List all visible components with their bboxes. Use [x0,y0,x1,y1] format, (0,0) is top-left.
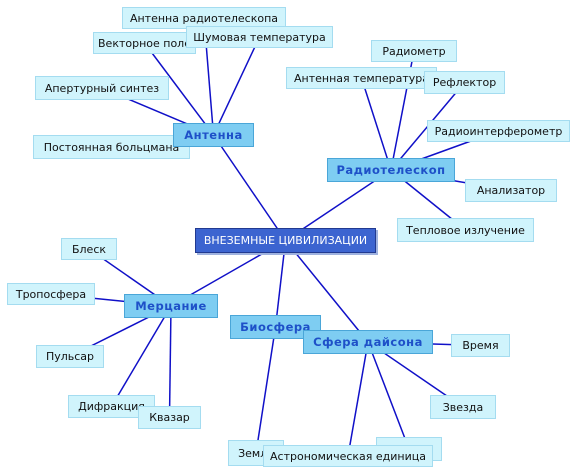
connector-hub-biosphere [274,240,287,328]
hub-flicker[interactable]: Мерцание [124,294,218,318]
node-radiotelescope-antenna[interactable]: Антенна радиотелескопа [122,7,286,29]
node-pulsar[interactable]: Пульсар [36,345,104,368]
connector-node-antenna-temperature [360,77,392,171]
connector-node-quasar [168,305,172,418]
node-thermal-radiation[interactable]: Тепловое излучение [397,218,534,242]
node-quasar[interactable]: Квазар [138,406,201,429]
connector-node-noise-temperature [212,36,261,136]
hub-radiotelescope[interactable]: Радиотелескоп [327,158,455,182]
node-glare[interactable]: Блеск [61,238,117,260]
node-vector-field[interactable]: Векторное поле [93,32,196,54]
node-reflector[interactable]: Рефлектор [424,71,505,94]
node-radiometer[interactable]: Радиометр [371,40,457,62]
hub-biosphere[interactable]: Биосфера [230,315,321,339]
node-radiointerferometer[interactable]: Радиоинтерферометр [427,120,570,142]
connector-node-astronomical-unit [347,341,369,457]
connector-node-diffraction [110,305,172,407]
central-topic[interactable]: ВНЕЗЕМНЫЕ ЦИВИЛИЗАЦИИ [195,228,376,253]
connector-hub-dyson-sphere [284,240,369,343]
node-diffraction[interactable]: Дифракция [68,395,155,418]
node-star[interactable]: Звезда [430,395,496,419]
hub-dyson-sphere[interactable]: Сфера дайсона [303,330,433,354]
node-boltzmann-constant[interactable]: Постоянная больцмана [33,135,190,159]
node-astronomical-unit[interactable]: Астрономическая единица [263,445,433,467]
connector-node-vector-field [143,42,215,136]
node-analyzer[interactable]: Анализатор [465,179,557,202]
node-antenna-temperature[interactable]: Антенная температура [286,67,437,89]
node-troposphere[interactable]: Тропосфера [7,283,95,305]
node-noise-temperature[interactable]: Шумовая температура [186,26,333,48]
connector-node-jupiter [367,341,410,450]
node-aperture-synthesis[interactable]: Апертурный синтез [35,76,169,100]
connector-node-earth [255,326,277,454]
hub-antenna[interactable]: Антенна [173,123,254,147]
node-time[interactable]: Время [451,334,510,357]
connector-hub-antenna [212,134,287,241]
